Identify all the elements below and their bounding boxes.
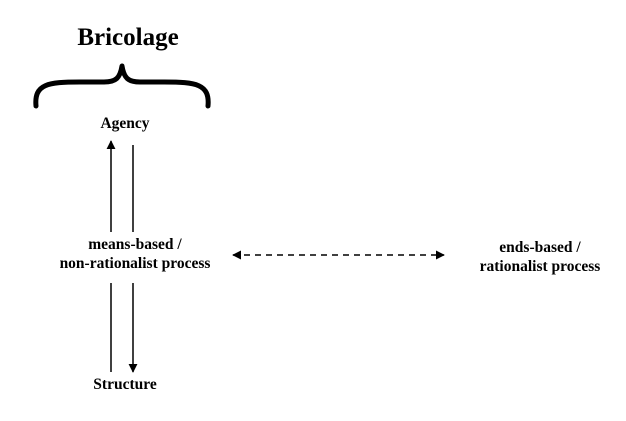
curly-brace	[33, 63, 211, 109]
node-means-line-2: non-rationalist process	[59, 255, 211, 273]
node-ends-based-process: ends-based / rationalist process	[440, 238, 626, 277]
diagram-title: Bricolage	[77, 24, 179, 51]
node-ends-line-2: rationalist process	[479, 258, 601, 276]
node-agency: Agency	[100, 115, 150, 132]
node-structure: Structure	[93, 376, 157, 393]
node-means-based-process: means-based / non-rationalist process	[20, 235, 250, 274]
node-ends-line-1: ends-based /	[499, 239, 581, 256]
node-means-line-1: means-based /	[88, 236, 182, 253]
